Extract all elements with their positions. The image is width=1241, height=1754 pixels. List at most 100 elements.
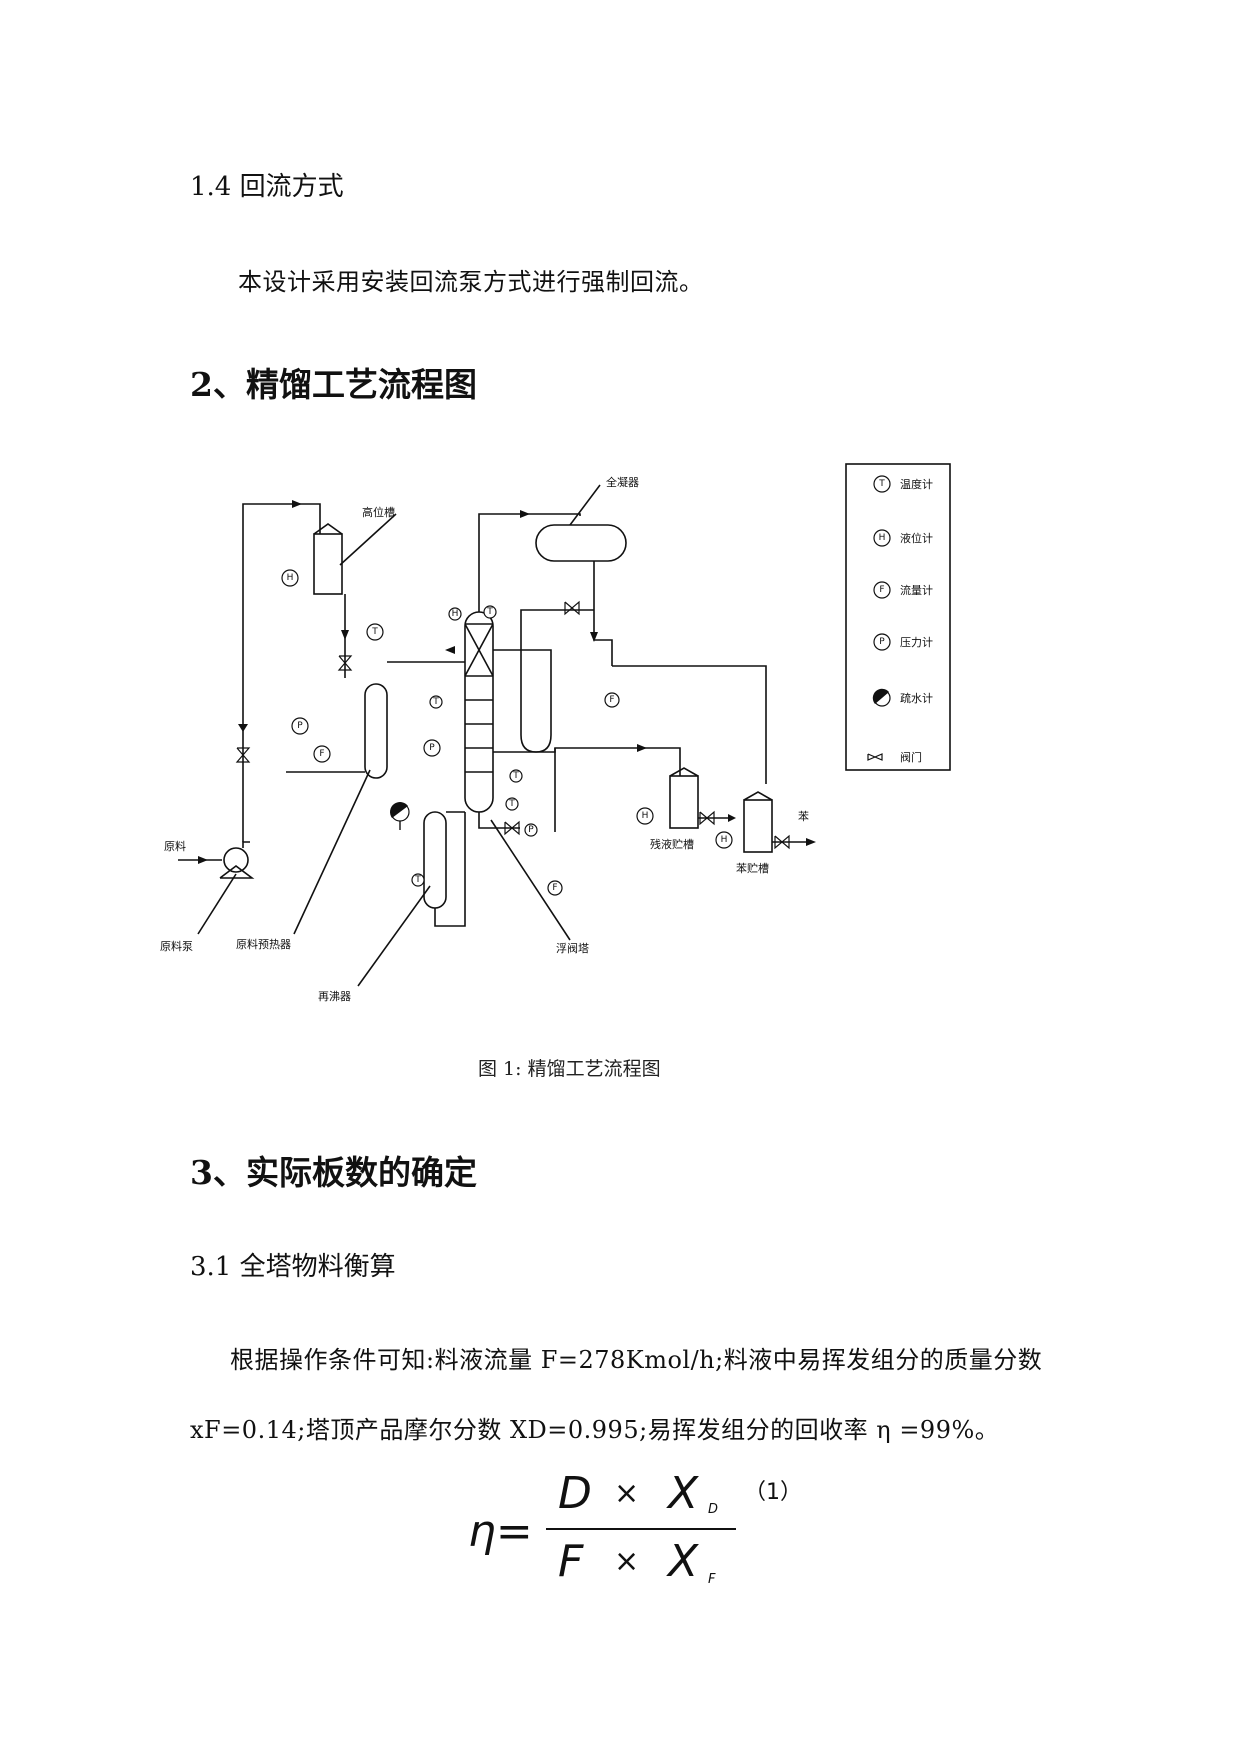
legend-valve-icon: [867, 753, 883, 761]
formula-times-2: ×: [614, 1544, 640, 1579]
flow-meter-icon: [313, 745, 331, 763]
instrument-letter: H: [721, 835, 728, 845]
temperature-gauge-icon: [411, 873, 425, 887]
label-residue-tank: 残液贮槽: [650, 837, 694, 851]
legend-label-thermometer: 温度计: [900, 477, 933, 491]
feed-pump: [223, 847, 249, 873]
formula-den-x: X: [668, 1536, 699, 1587]
bottoms-to-residue-pipe: [554, 747, 681, 832]
instrument-letter: H: [287, 573, 294, 583]
level-gauge-icon: [281, 569, 299, 587]
label-valve-tray-column: 浮阀塔: [556, 941, 589, 955]
formula-times-1: ×: [614, 1476, 640, 1511]
valve-icon: [774, 834, 790, 850]
legend-label-flow-meter: 流量计: [900, 583, 933, 597]
instrument-letter: F: [552, 883, 557, 893]
legend-box: [845, 463, 951, 771]
paragraph-line-2: xF=0.14;塔顶产品摩尔分数 XD=0.995;易挥发组分的回收率 η =9…: [190, 1416, 1000, 1444]
high-level-tank: [313, 533, 343, 595]
instrument-letter: H: [452, 609, 459, 619]
legend-temperature-icon: [873, 475, 891, 493]
instrument-letter: T: [878, 479, 885, 489]
valve-tray-column: [464, 611, 494, 813]
legend-level-icon: [873, 529, 891, 547]
recovery-rate-formula: η= D × X D F × X F （1）: [468, 1468, 802, 1598]
instrument-letter: H: [879, 533, 886, 543]
legend-flow-icon: [873, 581, 891, 599]
instrument-letter: P: [429, 743, 435, 753]
formula-sub-f: F: [708, 1572, 716, 1587]
process-flow-diagram: H T P F P T H T T T P T F F H H T H F P …: [160, 463, 951, 1003]
flow-arrows: [198, 500, 816, 864]
fraction-bar: [546, 1528, 736, 1530]
flow-meter-icon: [604, 692, 620, 708]
formula-num-x: X: [668, 1468, 699, 1519]
residue-storage-tank: [669, 775, 699, 829]
condensate-pipe: [593, 561, 613, 666]
label-feed-pump: 原料泵: [160, 939, 193, 953]
section-heading-3: 3、实际板数的确定: [190, 1153, 477, 1192]
level-gauge-icon: [715, 831, 733, 849]
instrument-letter: T: [508, 799, 515, 809]
instrument-letter: F: [609, 695, 614, 705]
valve-icons: [235, 600, 790, 850]
legend-label-steam-trap: 疏水计: [900, 691, 933, 705]
formula-lhs: η=: [468, 1506, 533, 1557]
distillate-pipe: [612, 665, 767, 784]
label-reboiler: 再沸器: [318, 990, 351, 1003]
feed-riser-pipe: [242, 503, 321, 842]
section-heading-2: 2、精馏工艺流程图: [190, 365, 477, 404]
flow-meter-icon: [547, 880, 563, 896]
label-total-condenser: 全凝器: [606, 475, 639, 489]
figure-caption: 图 1: 精馏工艺流程图: [478, 1058, 661, 1080]
label-benzene: 苯: [798, 809, 809, 823]
temperature-gauge-icon: [429, 695, 443, 709]
temperature-gauge-icon: [366, 623, 384, 641]
section-1-4-text: 本设计采用安装回流泵方式进行强制回流。: [238, 268, 704, 296]
temperature-gauge-icon: [505, 797, 519, 811]
legend-label-pressure-gauge: 压力计: [900, 636, 933, 649]
instrument-letter: T: [512, 771, 519, 781]
valve-icon: [337, 655, 353, 671]
total-condenser: [535, 524, 627, 562]
pressure-gauge-icon: [524, 823, 538, 837]
label-feed-preheater: 原料预热器: [236, 937, 291, 951]
instrument-letter: P: [879, 637, 885, 647]
reflux-loop-left: [520, 609, 553, 735]
instrument-letter: P: [528, 825, 534, 835]
instrument-letter: T: [371, 627, 378, 637]
valve-icon: [564, 600, 580, 616]
instrument-letter: T: [486, 607, 493, 617]
instrument-letter: T: [414, 875, 421, 885]
level-gauge-icon: [636, 807, 654, 825]
instrument-letter: F: [879, 585, 884, 595]
valve-icon: [504, 820, 520, 836]
instrument-letter: P: [297, 721, 303, 731]
feed-preheater: [364, 683, 388, 779]
legend-label-level-gauge: 液位计: [900, 531, 933, 545]
legend-label-valve: 阀门: [900, 750, 922, 764]
formula-num-d: D: [558, 1468, 592, 1519]
section-heading-3-1: 3.1 全塔物料衡算: [190, 1252, 396, 1282]
label-benzene-tank: 苯贮槽: [736, 861, 769, 875]
valve-icon: [235, 747, 251, 763]
legend-pressure-icon: [873, 633, 891, 651]
pressure-gauge-icon: [423, 739, 441, 757]
label-high-level-tank: 高位槽: [362, 505, 395, 519]
formula-den-f: F: [558, 1536, 584, 1587]
pressure-gauge-icon: [291, 717, 309, 735]
label-feed: 原料: [164, 839, 186, 853]
level-gauge-icon: [448, 607, 462, 621]
reboiler: [423, 811, 447, 909]
temperature-gauge-icon: [483, 605, 497, 619]
valve-icon: [699, 810, 715, 826]
formula-sub-d: D: [708, 1502, 719, 1517]
benzene-storage-tank: [743, 799, 773, 853]
equation-number: （1）: [744, 1480, 802, 1505]
section-heading-1-4: 1.4 回流方式: [190, 172, 344, 202]
trap-fills: [390, 688, 889, 830]
instrument-letter: F: [319, 749, 324, 759]
paragraph-line-1: 根据操作条件可知:料液流量 F=278Kmol/h;料液中易挥发组分的质量分数: [230, 1346, 1043, 1374]
overhead-vapor-pipe: [478, 513, 581, 612]
instrument-letter: H: [642, 811, 649, 821]
